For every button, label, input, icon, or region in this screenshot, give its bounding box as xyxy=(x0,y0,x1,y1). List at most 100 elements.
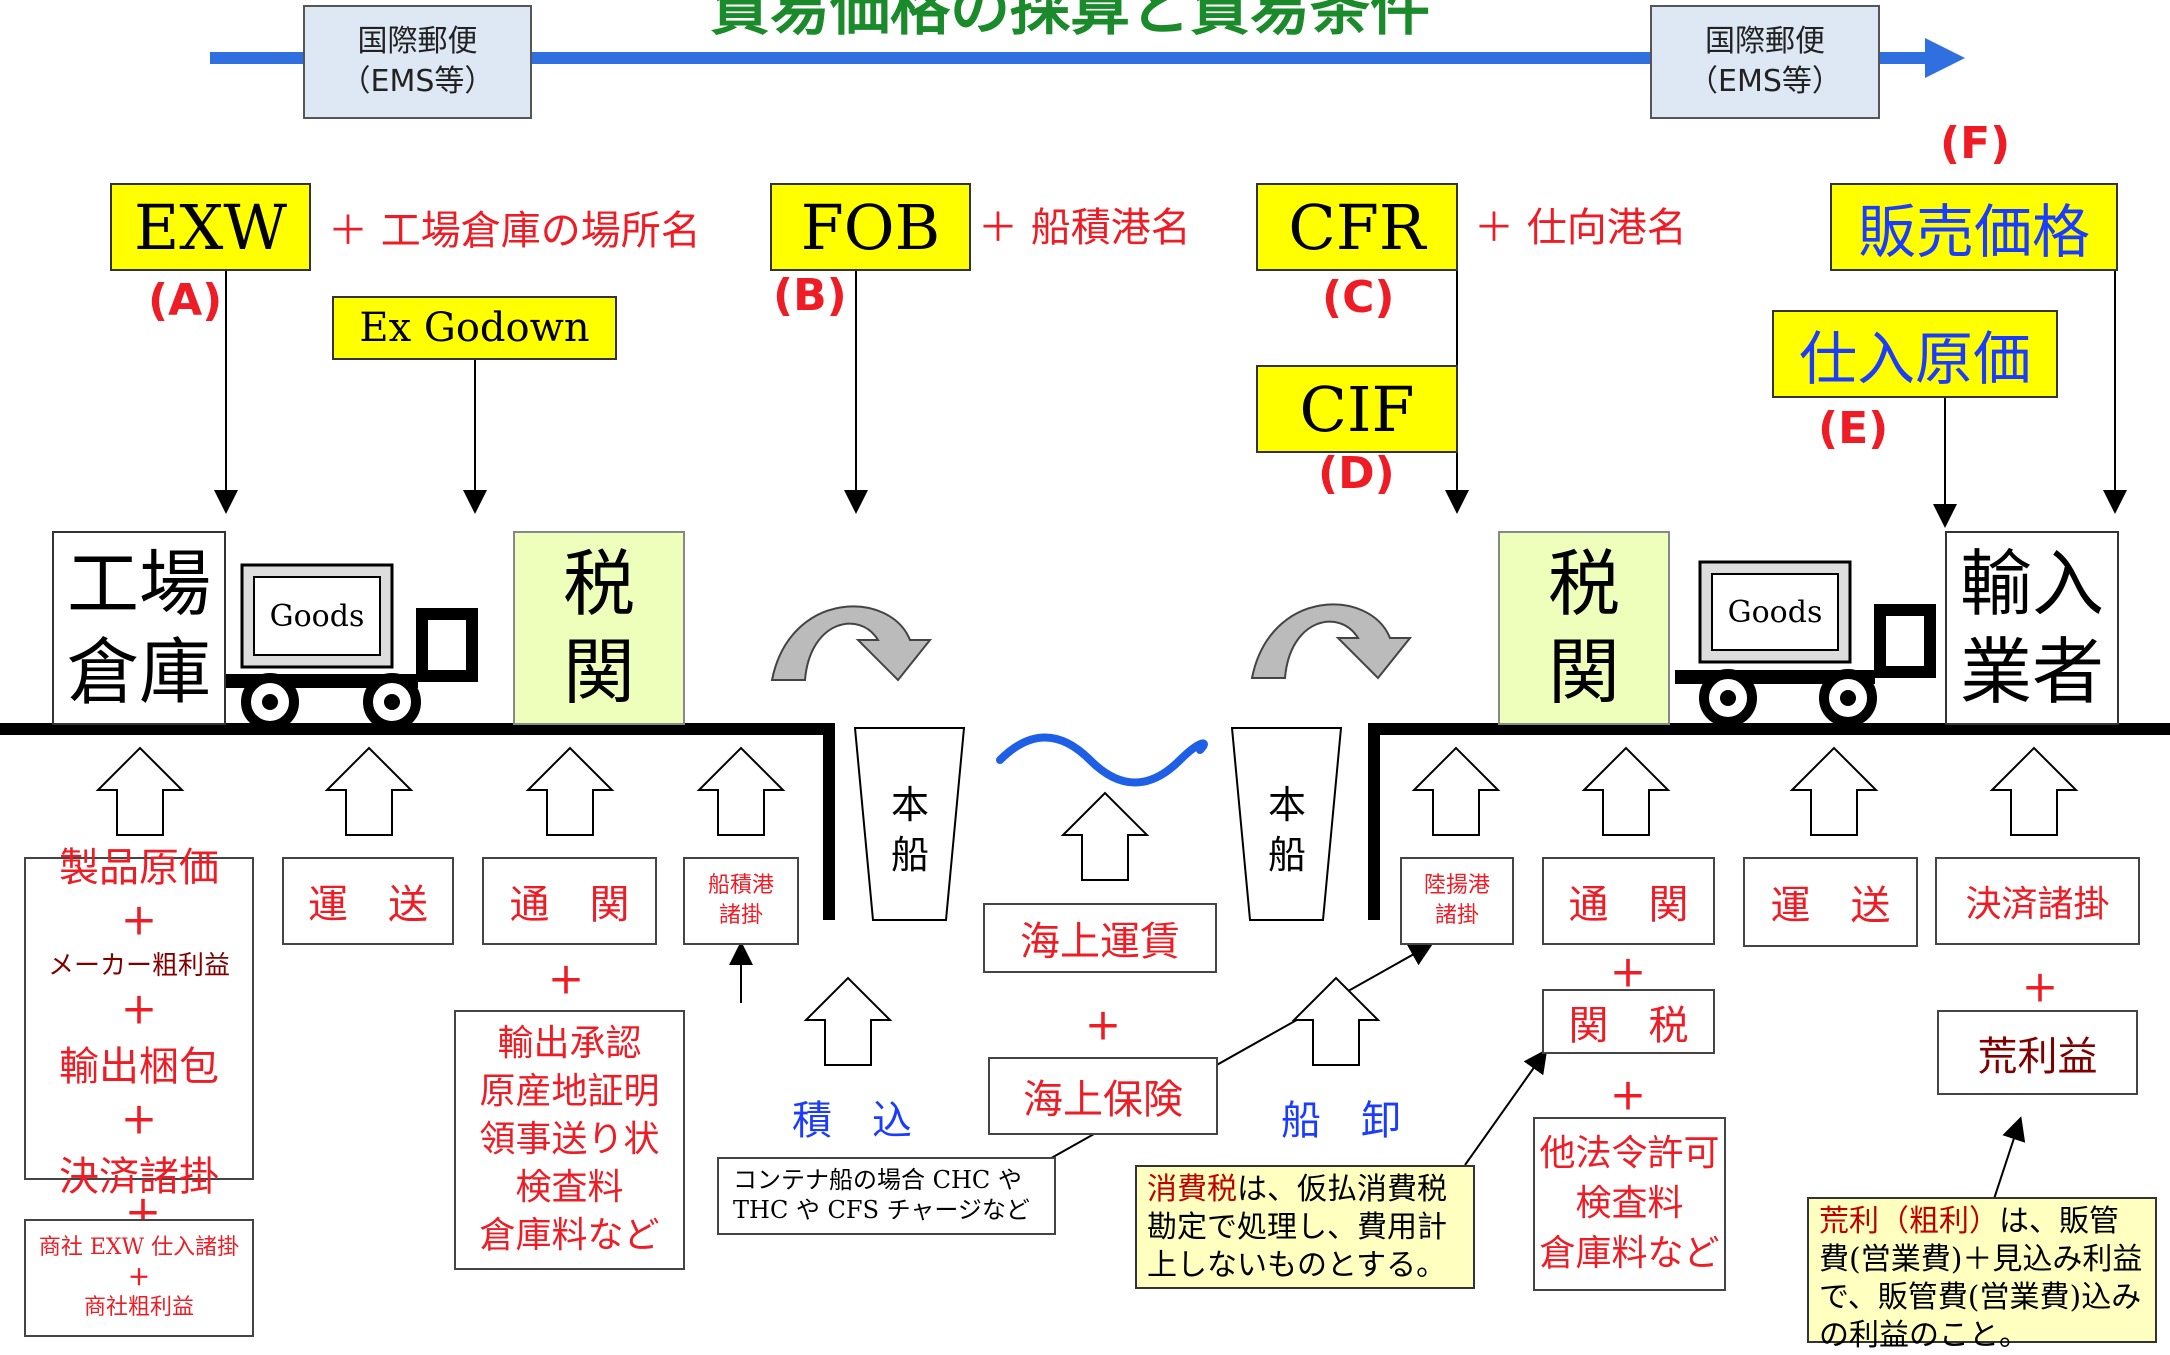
ship-left-line2: 船 xyxy=(890,833,929,877)
note-consumption-tax: 消費税は、仮払消費税勘定で処理し、費用計上しないものとする。 xyxy=(1135,1165,1475,1289)
curved-arrow-unload xyxy=(1250,603,1413,680)
term-exw-suffix: ＋ 工場倉庫の場所名 xyxy=(328,208,701,254)
term-cfr-code: (C) xyxy=(1322,272,1395,323)
customs-left: 税 関 xyxy=(513,531,685,725)
factory-cost-plus2: ＋ xyxy=(120,990,157,1032)
loading-port-line1: 船積港 xyxy=(707,873,774,898)
sea-wave xyxy=(996,733,1208,787)
term-cfr-suffix: ＋ 仕向港名 xyxy=(1474,205,1687,251)
cost-box-settlement: 決済諸掛 xyxy=(1935,857,2140,945)
term-purchase-cost: 仕入原価 xyxy=(1772,310,2058,398)
term-exw-code: (A) xyxy=(148,275,223,326)
ship-right-line1: 本 xyxy=(1267,783,1306,827)
factory-cost-3: 輸出梱包 xyxy=(59,1044,219,1090)
customs-left-line1: 税 xyxy=(562,542,635,626)
customs-right-plus2: ＋ xyxy=(1610,1076,1647,1118)
factory-line2: 倉庫 xyxy=(66,630,211,714)
trading-line2: 商社粗利益 xyxy=(83,1295,194,1320)
term-cfr: CFR xyxy=(1256,183,1458,271)
term-fob-suffix: ＋ 船積港名 xyxy=(978,205,1191,251)
cost-box-export-docs: 輸出承認 原産地証明 領事送り状 検査料 倉庫料など xyxy=(454,1010,685,1270)
importer-line1: 輸入 xyxy=(1959,542,2104,626)
note-gross-profit-text: は、販管費(営業費)＋見込み利益で、販管費(営業費)込みの利益のこと。 xyxy=(1819,1204,2143,1353)
term-ex-godown: Ex Godown xyxy=(332,296,617,360)
export-doc-4: 検査料 xyxy=(515,1167,624,1208)
up-arrows xyxy=(95,746,2079,1066)
truck-right xyxy=(1675,560,1936,727)
ship-right-label: 本 船 xyxy=(1257,775,1317,885)
customs-right: 税 関 xyxy=(1498,531,1670,725)
customs-right-plus1: ＋ xyxy=(1610,953,1647,995)
timeline-arrow-head xyxy=(1925,38,1965,78)
factory-cost-plus1: ＋ xyxy=(120,901,157,943)
importer: 輸入 業者 xyxy=(1945,531,2119,725)
loading-label: 積 込 xyxy=(792,1098,912,1144)
settlement-plus: ＋ xyxy=(2022,968,2059,1010)
note-consumption-tax-text: は、仮払消費税勘定で処理し、費用計上しないものとする。 xyxy=(1147,1172,1447,1283)
cost-box-gross-profit: 荒利益 xyxy=(1937,1010,2138,1095)
goods-right-label: Goods xyxy=(1727,594,1823,630)
cost-box-other-laws: 他法令許可 検査料 倉庫料など xyxy=(1533,1117,1726,1291)
ems-box-right: 国際郵便 （EMS等） xyxy=(1650,5,1880,119)
factory-warehouse: 工場 倉庫 xyxy=(52,531,226,725)
term-sales-price: 販売価格 xyxy=(1830,183,2118,271)
customs-left-plus: ＋ xyxy=(548,960,585,1002)
other-law-3: 倉庫料など xyxy=(1539,1233,1720,1274)
note-consumption-tax-accent: 消費税 xyxy=(1147,1172,1237,1207)
export-doc-2: 原産地証明 xyxy=(479,1071,660,1112)
trading-line1: 商社 EXW 仕入諸掛 xyxy=(38,1235,240,1260)
factory-line1: 工場 xyxy=(66,542,211,626)
term-cif-code: (D) xyxy=(1318,448,1395,499)
ship-left xyxy=(853,727,966,921)
term-sales-price-code: (F) xyxy=(1940,118,2011,169)
export-doc-3: 領事送り状 xyxy=(479,1119,660,1160)
truck-left xyxy=(218,563,478,731)
cost-box-trading: 商社 EXW 仕入諸掛 ＋ 商社粗利益 xyxy=(24,1219,254,1337)
landing-port-line1: 陸揚港 xyxy=(1423,873,1490,898)
cost-box-customs-right: 通 関 xyxy=(1542,857,1715,945)
unloading-label: 船 卸 xyxy=(1281,1098,1401,1144)
cost-box-sea-freight: 海上運賃 xyxy=(983,903,1217,973)
factory-cost-plus3: ＋ xyxy=(120,1100,157,1142)
term-cif: CIF xyxy=(1256,365,1458,453)
term-purchase-cost-code: (E) xyxy=(1818,403,1889,454)
note-container: コンテナ船の場合 CHC や THC や CFS チャージなど xyxy=(717,1157,1056,1235)
note-gross-profit-accent: 荒利（粗利） xyxy=(1819,1204,1999,1239)
term-exw: EXW xyxy=(110,183,311,271)
cost-box-transport-left: 運 送 xyxy=(282,857,454,945)
page-title: 貿易価格の採算と貿易条件 xyxy=(710,0,1430,44)
landing-port-line2: 諸掛 xyxy=(1434,903,1479,928)
goods-left-label: Goods xyxy=(269,598,365,634)
ems-right-line1: 国際郵便 xyxy=(1705,24,1825,59)
importer-line2: 業者 xyxy=(1959,630,2104,714)
customs-right-line1: 税 xyxy=(1547,542,1620,626)
note-gross-profit: 荒利（粗利）は、販管費(営業費)＋見込み利益で、販管費(営業費)込みの利益のこと… xyxy=(1807,1197,2157,1353)
cost-box-duty: 関 税 xyxy=(1542,989,1715,1054)
export-doc-5: 倉庫料など xyxy=(479,1215,660,1256)
trading-plus: ＋ xyxy=(127,1265,150,1291)
ship-right xyxy=(1230,727,1343,921)
factory-cost-2: メーカー粗利益 xyxy=(47,951,230,981)
cost-box-landing-port: 陸揚港 諸掛 xyxy=(1400,857,1514,945)
factory-cost-1: 製品原価 xyxy=(59,845,219,891)
ems-left-line1: 国際郵便 xyxy=(357,24,478,59)
customs-right-line2: 関 xyxy=(1547,630,1620,714)
cost-box-factory: 製品原価 ＋ メーカー粗利益 ＋ 輸出梱包 ＋ 決済諸掛 xyxy=(24,845,254,1200)
curved-arrow-load xyxy=(770,605,933,682)
customs-left-line2: 関 xyxy=(562,630,635,714)
term-fob-code: (B) xyxy=(773,270,847,321)
export-doc-1: 輸出承認 xyxy=(497,1023,642,1064)
ems-right-line2: （EMS等） xyxy=(1688,64,1842,99)
ems-box-left: 国際郵便 （EMS等） xyxy=(303,5,532,119)
cost-box-customs-left: 通 関 xyxy=(482,857,657,945)
ship-right-line2: 船 xyxy=(1267,833,1306,877)
ship-left-label: 本 船 xyxy=(880,775,940,885)
ship-left-line1: 本 xyxy=(890,783,929,827)
other-law-2: 検査料 xyxy=(1575,1183,1684,1224)
cost-box-loading-port: 船積港 諸掛 xyxy=(683,857,799,945)
other-law-1: 他法令許可 xyxy=(1539,1133,1720,1174)
factory-cost-4: 決済諸掛 xyxy=(59,1154,219,1200)
term-fob: FOB xyxy=(770,183,971,271)
cost-box-sea-insurance: 海上保険 xyxy=(988,1057,1218,1135)
